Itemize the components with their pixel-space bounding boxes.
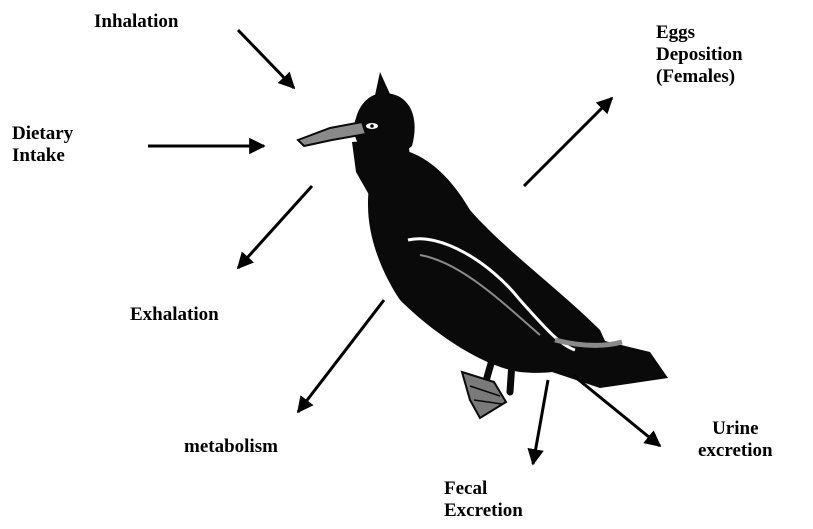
label-fecal-excretion-line2: Excretion bbox=[444, 500, 523, 522]
eggs-deposition-arrow bbox=[524, 98, 612, 186]
label-eggs-deposition-line3: (Females) bbox=[656, 66, 743, 88]
cormorant-bird-icon bbox=[298, 72, 668, 418]
label-exhalation: Exhalation bbox=[130, 304, 219, 326]
label-eggs-deposition-line1: Eggs bbox=[656, 22, 743, 44]
label-inhalation: Inhalation bbox=[94, 11, 178, 33]
label-dietary-intake-line2: Intake bbox=[12, 145, 73, 167]
label-fecal-excretion: Fecal Excretion bbox=[444, 478, 523, 522]
label-eggs-deposition-line2: Deposition bbox=[656, 44, 743, 66]
label-urine-excretion: Urine excretion bbox=[698, 418, 773, 462]
label-urine-excretion-line2: excretion bbox=[698, 440, 773, 462]
urine-excretion-arrow bbox=[574, 376, 660, 446]
label-fecal-excretion-line1: Fecal bbox=[444, 478, 523, 500]
label-eggs-deposition: Eggs Deposition (Females) bbox=[656, 22, 743, 88]
metabolism-arrow bbox=[298, 300, 384, 412]
label-metabolism: metabolism bbox=[184, 436, 278, 458]
label-dietary-intake: Dietary Intake bbox=[12, 123, 73, 167]
exhalation-arrow bbox=[238, 186, 312, 268]
label-urine-excretion-line1: Urine bbox=[698, 418, 773, 440]
fecal-excretion-arrow bbox=[533, 380, 548, 464]
inhalation-arrow bbox=[238, 30, 294, 88]
label-dietary-intake-line1: Dietary bbox=[12, 123, 73, 145]
